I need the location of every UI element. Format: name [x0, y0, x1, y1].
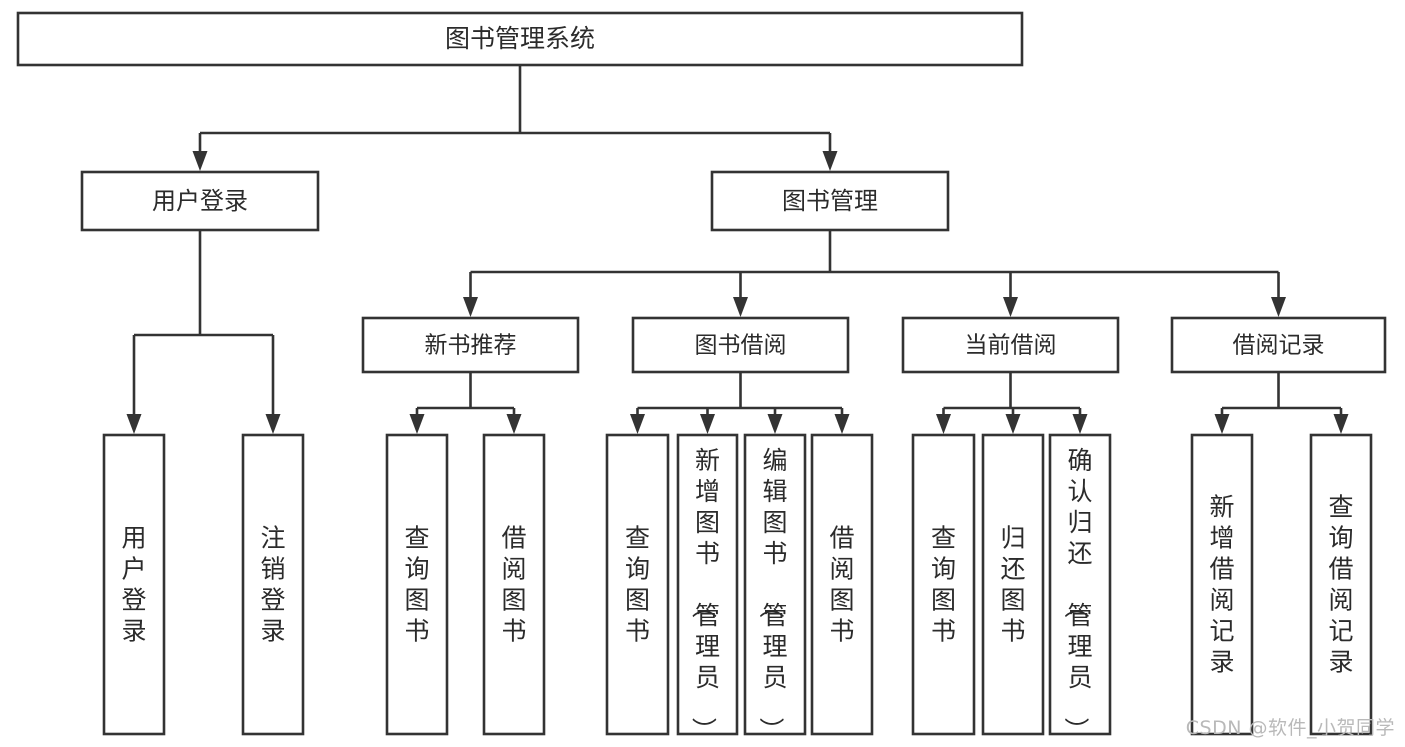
book-borrow-to-leaves-branch-3-arrowhead — [834, 414, 850, 434]
node-book-manage-box — [710, 170, 950, 232]
bookmanage-to-level2-branch-0-arrowhead — [463, 297, 478, 317]
book-borrow-to-leaves-branch-0-arrowhead — [630, 414, 645, 434]
node-leaf-query-book-2[interactable]: 查询图书 — [605, 433, 670, 736]
node-leaf-return-book-box — [981, 433, 1045, 736]
node-leaf-add-record-label: 新增借阅记录 — [1209, 493, 1234, 677]
node-leaf-add-book[interactable]: 新增图书（管理员） — [676, 433, 739, 742]
node-leaf-confirm-return[interactable]: 确认归还（管理员） — [1048, 433, 1112, 742]
book-borrow-to-leaves-branch-1-arrowhead — [700, 414, 715, 434]
node-current-borrow[interactable]: 当前借阅 — [901, 316, 1120, 374]
node-leaf-borrow-book-2-label: 借阅图书 — [829, 524, 854, 646]
node-leaf-user-login[interactable]: 用户登录 — [102, 433, 166, 736]
node-leaf-query-record[interactable]: 查询借阅记录 — [1309, 433, 1373, 736]
node-book-manage-label: 图书管理 — [782, 187, 878, 215]
node-leaf-borrow-book-1-box — [482, 433, 546, 736]
bookmanage-to-level2-branch-2-arrowhead — [1003, 297, 1018, 317]
node-leaf-query-book-3[interactable]: 查询图书 — [911, 433, 976, 736]
node-leaf-add-record-box — [1190, 433, 1254, 736]
node-leaf-edit-book-label: 编辑图书（管理员） — [756, 446, 787, 742]
current-borrow-to-leaves-branch-2-arrowhead — [1072, 414, 1088, 434]
node-book-borrow-box — [631, 316, 850, 374]
node-leaf-query-book-1-label: 查询图书 — [404, 524, 429, 646]
node-leaf-borrow-book-2[interactable]: 借阅图书 — [810, 433, 874, 736]
node-new-book-recommend[interactable]: 新书推荐 — [361, 316, 580, 374]
node-book-borrow[interactable]: 图书借阅 — [631, 316, 850, 374]
node-leaf-add-book-label: 新增图书（管理员） — [689, 446, 720, 742]
borrow-record-to-leaves-branch-1-arrowhead — [1333, 414, 1349, 434]
node-leaf-logout-box — [241, 433, 305, 736]
node-leaf-query-record-label: 查询借阅记录 — [1328, 493, 1353, 677]
node-root-label: 图书管理系统 — [445, 24, 595, 53]
node-leaf-user-login-label: 用户登录 — [121, 524, 146, 646]
node-borrow-record-box — [1170, 316, 1387, 374]
node-leaf-query-book-1[interactable]: 查询图书 — [385, 433, 449, 736]
userlogin-to-leaves-branch-1-arrowhead — [265, 414, 281, 434]
node-leaf-borrow-book-1[interactable]: 借阅图书 — [482, 433, 546, 736]
bookmanage-to-level2-branch-1-arrowhead — [733, 297, 748, 317]
node-leaf-query-record-box — [1309, 433, 1373, 736]
node-leaf-add-book-box — [676, 433, 739, 736]
node-leaf-query-book-2-label: 查询图书 — [625, 524, 650, 646]
book-borrow-to-leaves-branch-2-arrowhead — [767, 414, 783, 434]
node-borrow-record-label: 借阅记录 — [1233, 333, 1325, 359]
nodes-layer: 图书管理系统用户登录图书管理新书推荐图书借阅当前借阅借阅记录用户登录注销登录查询… — [16, 11, 1387, 742]
node-user-login-box — [80, 170, 320, 232]
node-leaf-query-book-1-box — [385, 433, 449, 736]
node-leaf-edit-book[interactable]: 编辑图书（管理员） — [743, 433, 807, 742]
current-borrow-to-leaves-branch-1-arrowhead — [1005, 414, 1021, 434]
node-leaf-user-login-box — [102, 433, 166, 736]
node-leaf-borrow-book-1-label: 借阅图书 — [501, 524, 526, 646]
node-user-login-label: 用户登录 — [152, 187, 248, 215]
node-new-book-recommend-label: 新书推荐 — [425, 333, 517, 359]
root-to-level1-branch-1-arrowhead — [822, 151, 838, 171]
userlogin-to-leaves-branch-0-arrowhead — [126, 414, 142, 434]
node-leaf-return-book[interactable]: 归还图书 — [981, 433, 1045, 736]
watermark-text: CSDN @软件_小贺同学 — [1185, 717, 1395, 739]
node-leaf-edit-book-box — [743, 433, 807, 736]
root-to-level1-branch-0-arrowhead — [192, 151, 208, 171]
node-current-borrow-label: 当前借阅 — [965, 333, 1057, 359]
node-leaf-logout-label: 注销登录 — [260, 524, 285, 646]
node-leaf-query-book-3-label: 查询图书 — [931, 524, 956, 646]
new-book-recommend-to-leaves-branch-1-arrowhead — [506, 414, 522, 434]
node-leaf-query-book-2-box — [605, 433, 670, 736]
node-root-box — [16, 11, 1024, 67]
borrow-record-to-leaves-branch-0-arrowhead — [1214, 414, 1230, 434]
bookmanage-to-level2-branch-3-arrowhead — [1271, 297, 1286, 317]
node-new-book-recommend-box — [361, 316, 580, 374]
node-leaf-logout[interactable]: 注销登录 — [241, 433, 305, 736]
node-leaf-confirm-return-label: 确认归还（管理员） — [1061, 446, 1092, 742]
node-book-manage[interactable]: 图书管理 — [710, 170, 950, 232]
node-current-borrow-box — [901, 316, 1120, 374]
node-user-login[interactable]: 用户登录 — [80, 170, 320, 232]
node-book-borrow-label: 图书借阅 — [695, 333, 787, 359]
connectors-layer — [126, 65, 1349, 434]
node-leaf-add-record[interactable]: 新增借阅记录 — [1190, 433, 1254, 736]
node-leaf-return-book-label: 归还图书 — [1000, 524, 1025, 646]
node-leaf-borrow-book-2-box — [810, 433, 874, 736]
node-leaf-confirm-return-box — [1048, 433, 1112, 736]
new-book-recommend-to-leaves-branch-0-arrowhead — [409, 414, 425, 434]
node-borrow-record[interactable]: 借阅记录 — [1170, 316, 1387, 374]
current-borrow-to-leaves-branch-0-arrowhead — [936, 414, 951, 434]
node-root[interactable]: 图书管理系统 — [16, 11, 1024, 67]
node-leaf-query-book-3-box — [911, 433, 976, 736]
